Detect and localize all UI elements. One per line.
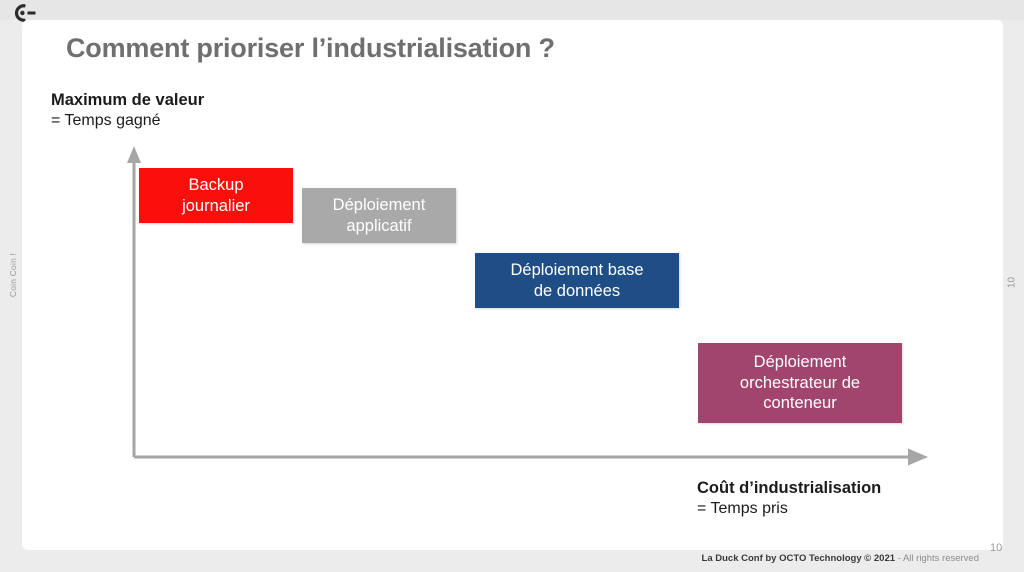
chart-box-label: Déploiement applicatif [333, 195, 426, 237]
chart-box-label-line2: de données [533, 281, 621, 300]
chart-box-label: Déploiement orchestrateur de conteneur [740, 352, 860, 415]
y-axis-caption: Maximum de valeur = Temps gagné [51, 90, 204, 132]
slide-canvas: Comment prioriser l’industrialisation ? … [22, 20, 1003, 550]
y-axis-caption-sub: = Temps gagné [51, 112, 161, 130]
octo-logo-glyph [14, 4, 36, 22]
right-rail-page-number: 10 [1006, 276, 1018, 289]
chart-box-deploiement-base-de-donnees[interactable]: Déploiement base de données [475, 253, 679, 308]
chart-box-label-line1: Déploiement [332, 195, 426, 214]
arrow-up-icon [127, 146, 141, 163]
chart-box-label-line2: orchestrateur de [739, 373, 861, 392]
chart-box-label-line2: journalier [182, 196, 250, 215]
octo-logo-icon[interactable] [10, 2, 44, 24]
chart-box-label-line2: applicatif [346, 216, 412, 235]
chart-box-backup-journalier[interactable]: Backup journalier [139, 168, 293, 223]
footer-page-number: 10 [990, 542, 1003, 554]
page-title: Comment prioriser l’industrialisation ? [66, 33, 555, 63]
chart-box-deploiement-applicatif[interactable]: Déploiement applicatif [302, 188, 456, 243]
y-axis-caption-strong: Maximum de valeur [51, 91, 205, 109]
x-axis-caption-strong: Coût d’industrialisation [697, 479, 882, 497]
chart-box-label: Déploiement base de données [511, 260, 644, 302]
slide-footer: La Duck Conf by OCTO Technology © 2021 -… [0, 553, 1003, 564]
x-axis-caption: Coût d’industrialisation = Temps pris [697, 478, 881, 520]
footer-copyright-bold: La Duck Conf by OCTO Technology © 2021 [701, 553, 896, 564]
chart-box-label: Backup journalier [182, 175, 250, 217]
viewer-top-strip [0, 0, 1024, 20]
x-axis-caption-sub: = Temps pris [697, 500, 788, 518]
chart-box-deploiement-orchestrateur[interactable]: Déploiement orchestrateur de conteneur [698, 343, 902, 423]
chart-box-label-line1: Backup [188, 175, 244, 194]
chart-box-label-line1: Déploiement [753, 352, 847, 371]
chart-box-label-line3: conteneur [763, 394, 837, 413]
arrow-right-icon [908, 448, 928, 466]
footer-copyright-light: - All rights reserved [895, 553, 979, 564]
chart-box-label-line1: Déploiement base [510, 260, 644, 279]
left-rail-label: Coin Coin ! [8, 252, 18, 298]
